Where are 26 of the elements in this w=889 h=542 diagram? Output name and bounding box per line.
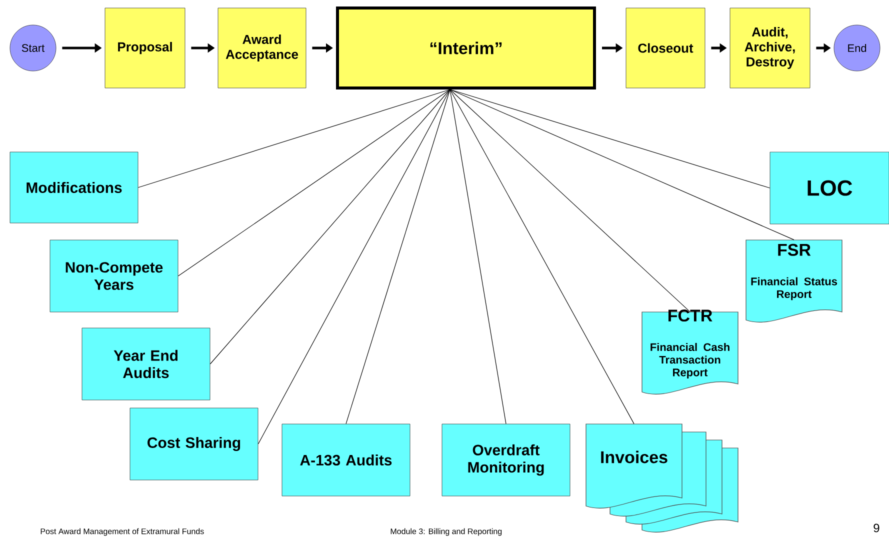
connector-line xyxy=(346,89,450,424)
topic-box: LOC xyxy=(770,152,889,224)
footer-text: Module 3: Billing and Reporting xyxy=(390,528,502,536)
process-box: Proposal xyxy=(104,8,186,88)
footer-text: Post Award Management of Extramural Funds xyxy=(40,528,204,536)
topic-box: Year End Audits xyxy=(82,328,210,400)
connector-line xyxy=(450,89,634,424)
connector-line xyxy=(450,89,506,424)
topic-box: Cost Sharing xyxy=(130,408,258,480)
connector-line xyxy=(178,89,450,276)
page-number: 9 xyxy=(874,524,880,532)
process-box: Closeout xyxy=(626,8,706,88)
connector-line xyxy=(450,89,794,240)
topic-box: Non-Compete Years xyxy=(50,240,178,312)
process-box: “Interim” xyxy=(336,6,596,90)
connector-line xyxy=(258,89,450,444)
process-box: Audit, Archive, Destroy xyxy=(730,8,810,88)
connector-line xyxy=(210,89,450,364)
connector-line xyxy=(450,89,770,188)
topic-box: Modifications xyxy=(10,152,138,224)
topic-box: A-133 Audits xyxy=(282,424,410,496)
topic-box: Overdraft Monitoring xyxy=(442,424,570,496)
connector-line xyxy=(138,89,450,188)
process-box: Award Acceptance xyxy=(218,8,306,88)
document-stack: Invoices xyxy=(586,424,738,532)
connector-line xyxy=(450,89,690,312)
